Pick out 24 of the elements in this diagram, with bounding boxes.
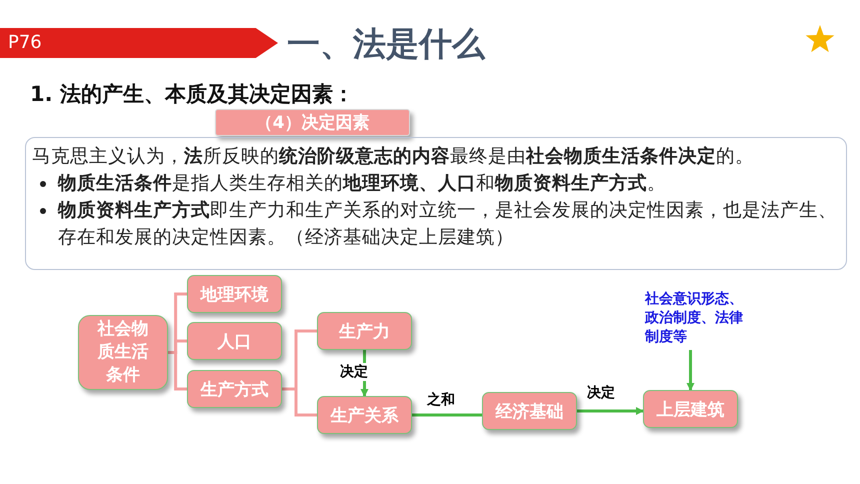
process-box: 生产方式	[187, 370, 282, 408]
slide-title: 一、法是什么	[287, 23, 486, 65]
section-tab: （4）决定因素	[215, 109, 410, 136]
note-text: 社会意识形态、政治制度、法律制度等	[645, 290, 747, 350]
process-box: 上层建筑	[643, 390, 738, 428]
edge-label: 决定	[339, 363, 369, 381]
text-panel	[25, 137, 847, 270]
paragraph: 马克思主义认为，法所反映的统治阶级意志的内容最终是由社会物质生活条件决定的。	[32, 144, 755, 169]
bullet-text: 物质资料生产方式即生产力和生产关系的对立统一，是社会发展的决定性因素，也是法产生、存在和发展的决定性因素。（经济基础决定上层建筑）	[58, 199, 838, 250]
bracket-line	[168, 351, 187, 390]
process-box: 人口	[187, 322, 282, 360]
arrow	[577, 407, 644, 415]
edge-label: 之和	[426, 391, 456, 409]
edge-label: 决定	[586, 384, 616, 402]
process-box: 生产力	[317, 312, 412, 350]
connector-line	[412, 414, 482, 416]
arrow	[686, 350, 694, 391]
process-box: 地理环境	[187, 275, 282, 313]
bullet-text: 物质生活条件是指人类生存相关的地理环境、人口和物质资料生产方式。	[58, 172, 667, 196]
process-box: 生产关系	[317, 396, 412, 434]
section-heading: 1. 法的产生、本质及其决定因素：	[30, 81, 355, 108]
process-box: 经济基础	[482, 392, 577, 430]
process-box: 社会物质生活条件	[78, 315, 168, 390]
bracket-line	[282, 388, 317, 416]
